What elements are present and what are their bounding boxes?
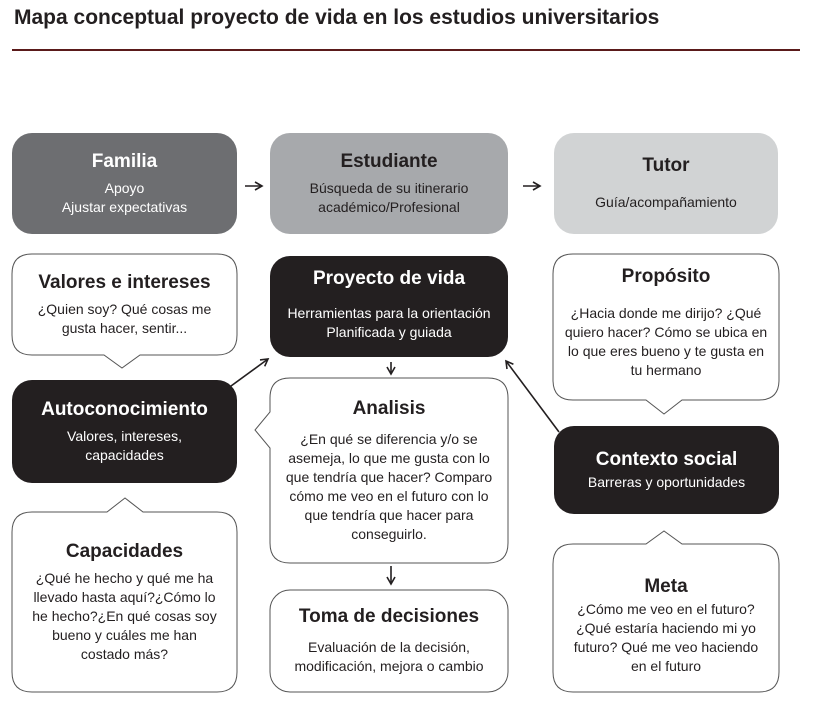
- node-autoconocimiento: Autoconocimiento Valores, intereses, cap…: [22, 380, 227, 483]
- valores-bubble: [11, 253, 238, 369]
- autoconocimiento-shape: [12, 380, 237, 483]
- node-title: Meta: [644, 576, 688, 597]
- node-familia: Familia Apoyo Ajustar expectativas: [12, 133, 237, 234]
- meta-bubble: [552, 530, 780, 693]
- node-title: Propósito: [621, 266, 711, 287]
- node-text: Valores, intereses, capacidades: [67, 427, 182, 463]
- node-capacidades: Capacidades ¿Qué he hecho y qué me ha ll…: [22, 512, 227, 692]
- proyecto-shape: [270, 256, 508, 357]
- node-text: ¿Qué he hecho y qué me ha llevado hasta …: [32, 569, 217, 662]
- node-text: Herramientas para la orientación: [287, 305, 491, 321]
- node-title: Toma de decisiones: [298, 606, 480, 627]
- node-estudiante: Estudiante Búsqueda de su itinerario aca…: [270, 133, 508, 234]
- node-text: Búsqueda de su itinerario: [309, 179, 469, 196]
- node-valores: Valores e intereses ¿Quien soy? Qué cosa…: [22, 254, 227, 355]
- node-text: ¿En qué se diferencia y/o se asemeja, lo…: [285, 430, 493, 542]
- node-text: Ajustar expectativas: [61, 198, 188, 215]
- node-text: Barreras y oportunidades: [587, 473, 746, 490]
- node-meta: Meta ¿Cómo me veo en el futuro?¿Qué esta…: [563, 560, 769, 692]
- proposito-bubble: [552, 253, 780, 415]
- contexto-shape: [554, 426, 779, 514]
- node-text: Guía/acompañamiento: [595, 194, 737, 210]
- node-text: ¿Cómo me veo en el futuro?¿Qué estaría h…: [573, 601, 759, 674]
- tutor-shape: [554, 133, 778, 234]
- node-analisis: Analisis ¿En qué se diferencia y/o se as…: [278, 378, 500, 563]
- node-title: Proyecto de vida: [312, 268, 466, 289]
- familia-shape: [12, 133, 237, 234]
- node-text: ¿Hacia donde me dirijo? ¿Qué quiero hace…: [564, 305, 768, 378]
- node-contexto: Contexto social Barreras y oportunidades: [554, 426, 779, 514]
- node-proyecto: Proyecto de vida Herramientas para la or…: [270, 256, 508, 357]
- node-proposito: Propósito ¿Hacia donde me dirijo? ¿Qué q…: [563, 254, 769, 400]
- capacidades-bubble: [11, 497, 238, 693]
- title-rule: [12, 49, 800, 51]
- node-title: Autoconocimiento: [41, 398, 208, 420]
- node-title: Contexto social: [595, 448, 738, 470]
- node-text: Apoyo: [104, 179, 145, 196]
- node-title: Valores e intereses: [38, 271, 211, 293]
- node-text: académico/Profesional: [318, 198, 460, 215]
- page-title: Mapa conceptual proyecto de vida en los …: [14, 6, 660, 29]
- node-title: Capacidades: [65, 540, 184, 562]
- node-toma: Toma de decisiones Evaluación de la deci…: [278, 590, 500, 692]
- node-title: Analisis: [352, 397, 426, 419]
- estudiante-shape: [270, 133, 508, 234]
- node-tutor: Tutor Guía/acompañamiento: [554, 133, 778, 234]
- arrow-auto-proyecto: [230, 358, 270, 387]
- node-title: Tutor: [642, 155, 690, 176]
- analisis-bubble: [254, 377, 509, 564]
- node-title: Estudiante: [340, 150, 438, 172]
- node-text: ¿Quien soy? Qué cosas me gusta hacer, se…: [37, 300, 212, 336]
- toma-shape: [269, 589, 509, 693]
- node-text: Evaluación de la decisión, modificación,…: [294, 639, 484, 674]
- node-title: Familia: [91, 150, 158, 172]
- node-text: Planificada y guiada: [326, 324, 452, 340]
- arrow-contexto-proyecto: [505, 359, 560, 433]
